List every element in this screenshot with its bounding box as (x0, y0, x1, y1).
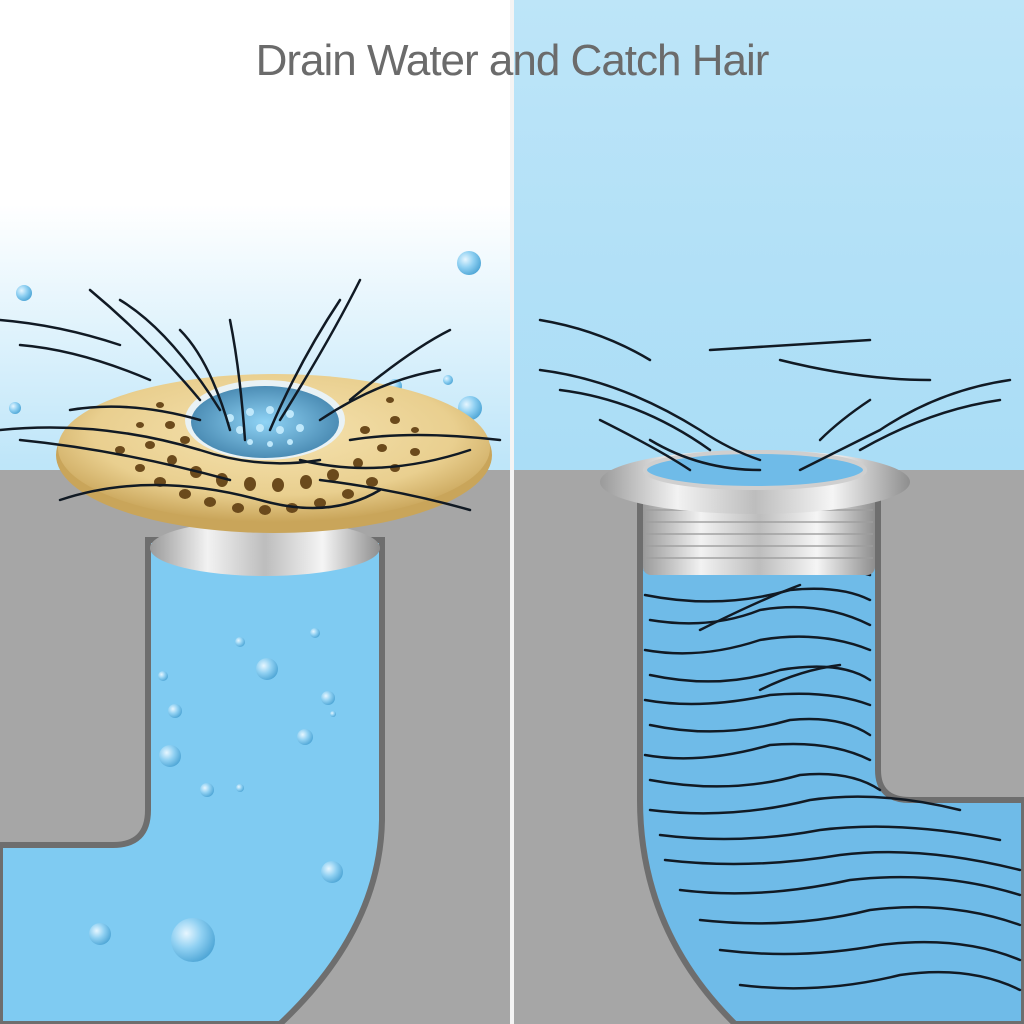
page-title: Drain Water and Catch Hair (255, 36, 770, 85)
left-panel (0, 0, 512, 1024)
gold-strainer (56, 374, 492, 533)
right-panel (514, 0, 1024, 1024)
loose-hair (538, 318, 1012, 472)
strainer-holes (115, 397, 420, 515)
clogging-hair (643, 562, 1022, 992)
caught-hair (0, 278, 502, 512)
panel-divider (510, 0, 514, 1024)
left-pipe (0, 537, 385, 1024)
strainer-thread (150, 520, 380, 576)
center-basket (191, 386, 339, 458)
